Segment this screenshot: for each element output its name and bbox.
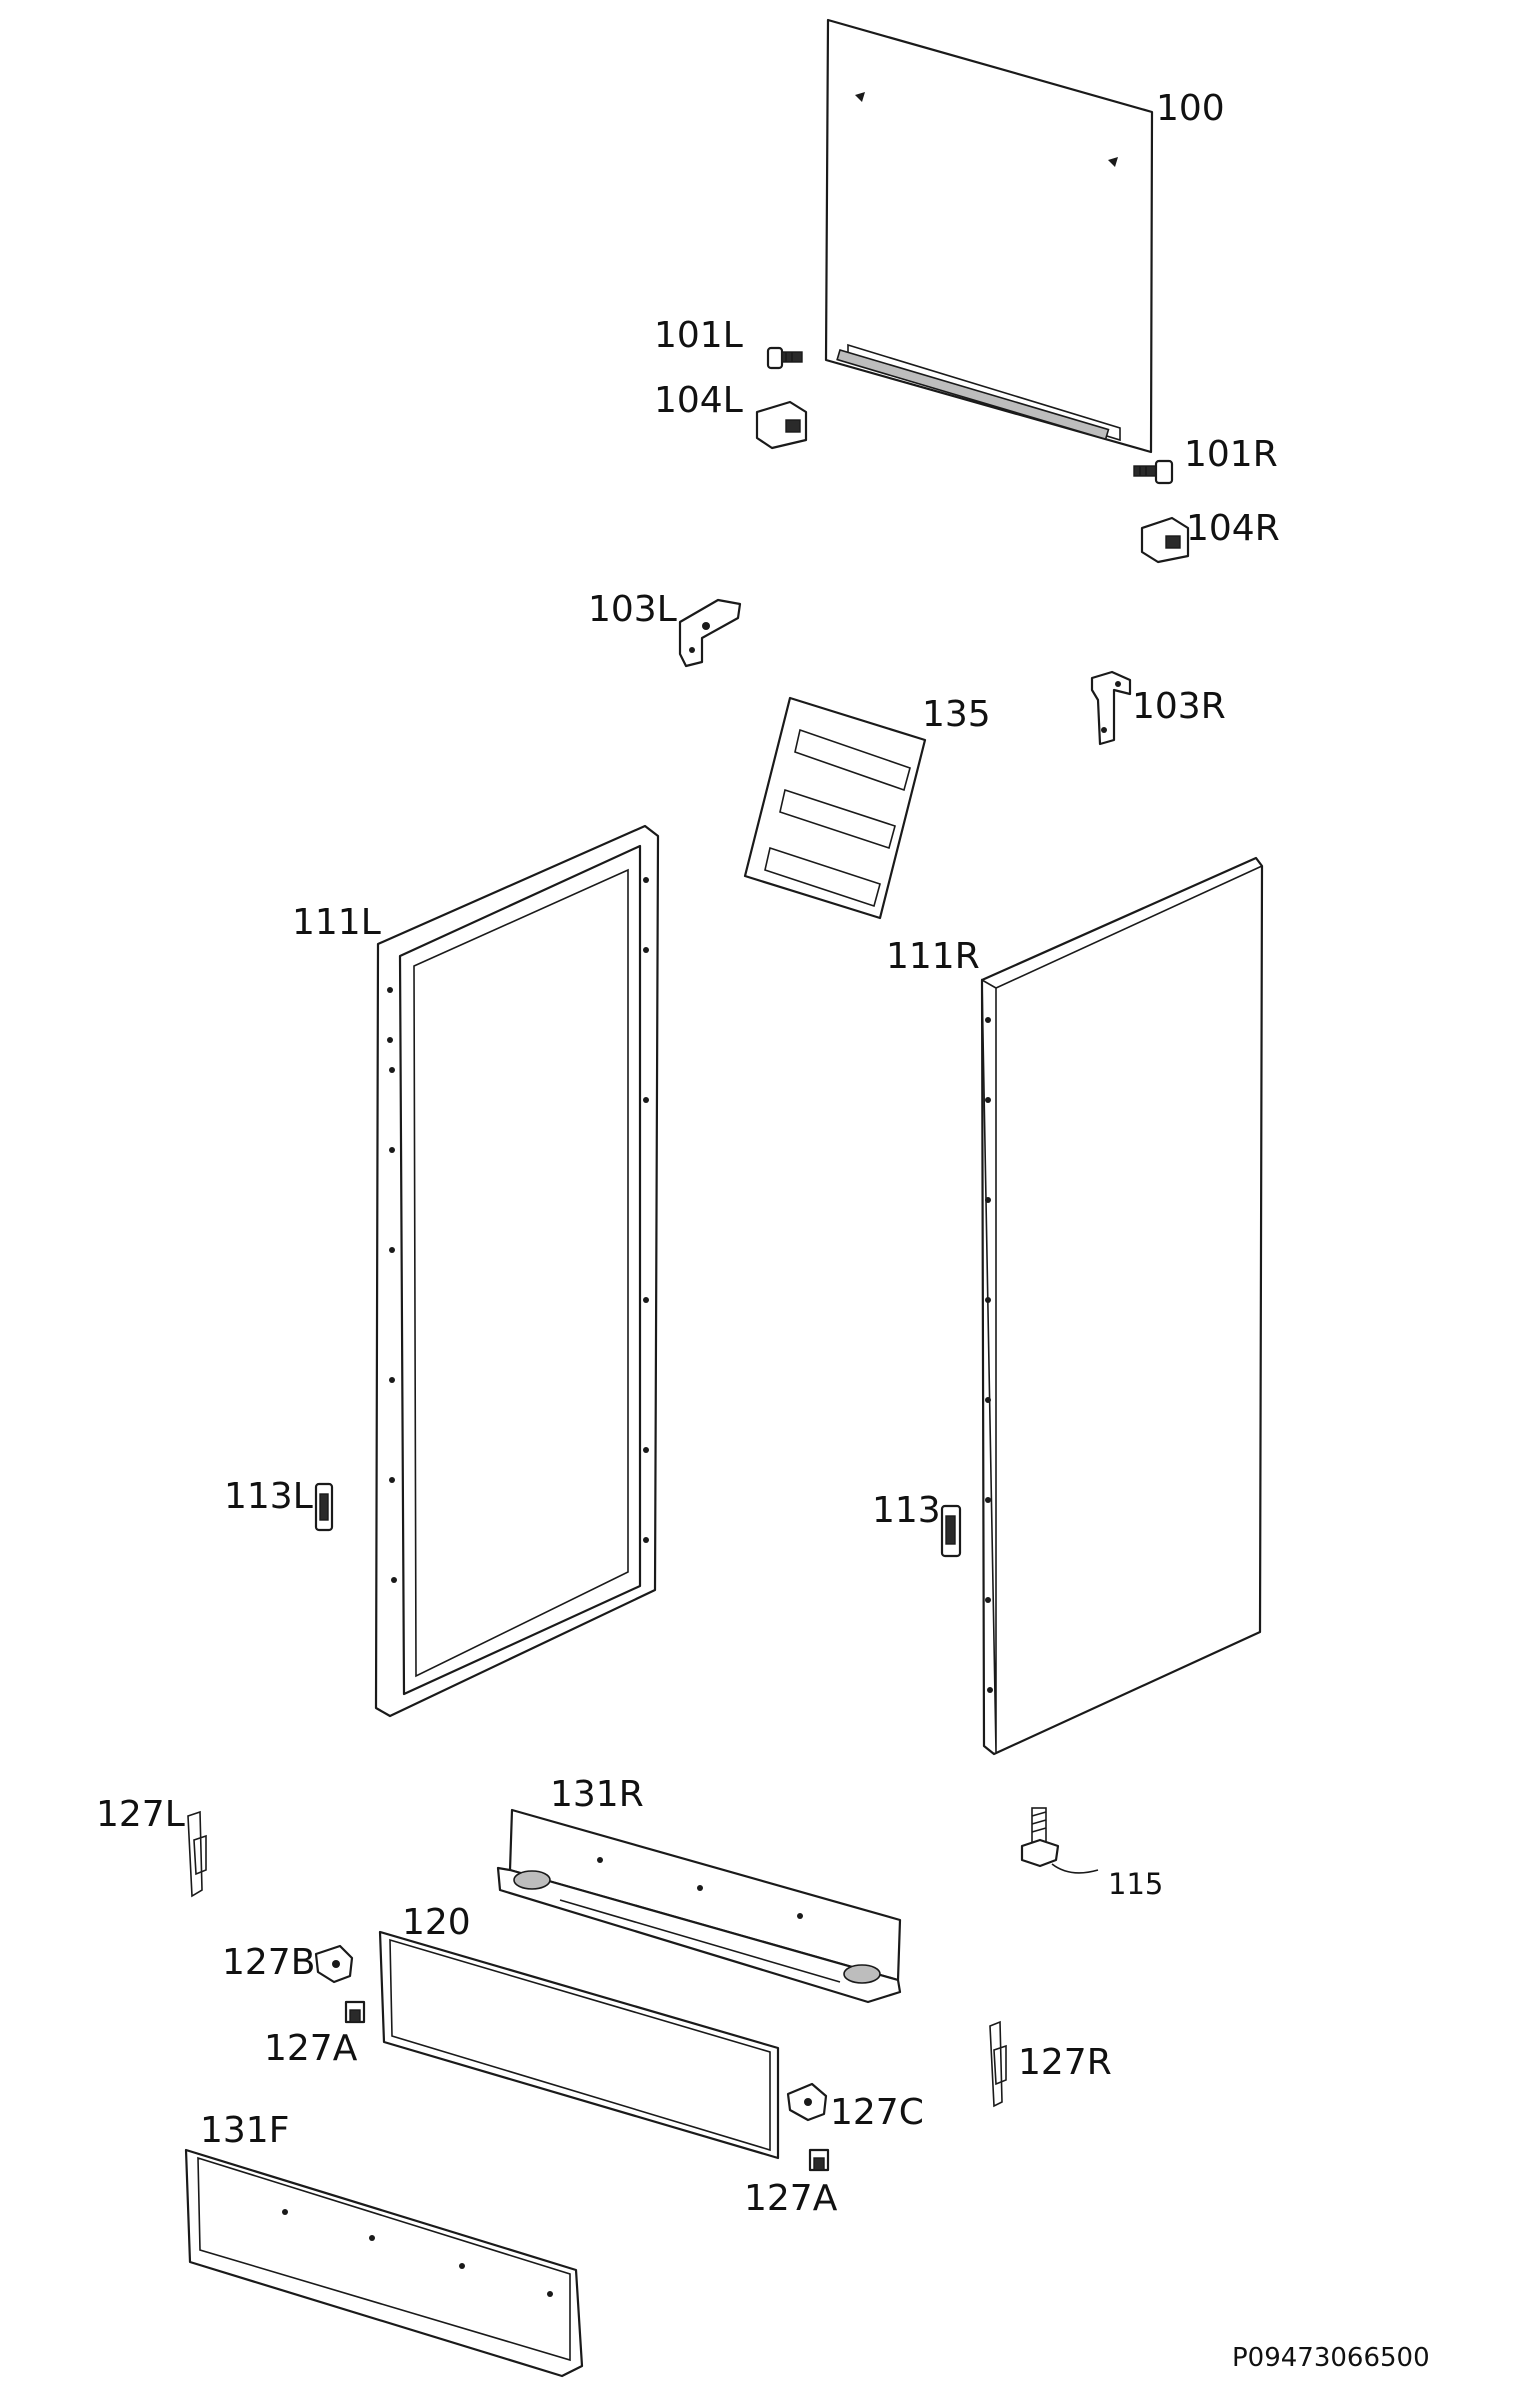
- label-120: 120: [402, 1902, 471, 1943]
- part-127C-bracket: [786, 2082, 828, 2122]
- drawing-code: P09473066500: [1232, 2343, 1430, 2373]
- label-127A-left: 127A: [264, 2028, 358, 2069]
- label-127C: 127C: [830, 2092, 924, 2133]
- part-103L-bracket: [678, 598, 742, 668]
- label-101L: 101L: [654, 315, 743, 356]
- part-101R-screw: [1133, 459, 1174, 485]
- part-127B-bracket: [314, 1944, 354, 1984]
- part-127L-clip: [187, 1810, 207, 1898]
- label-127A-right: 127A: [744, 2178, 838, 2219]
- part-120-plinth-board: [378, 1930, 780, 2160]
- label-104L: 104L: [654, 380, 743, 421]
- part-103R-bracket: [1090, 670, 1132, 746]
- label-135: 135: [922, 694, 991, 735]
- label-115: 115: [1108, 1867, 1163, 1901]
- rail-feet: [513, 1870, 881, 1984]
- label-101R: 101R: [1184, 434, 1278, 475]
- part-131F-front-rail: [184, 2148, 584, 2378]
- label-113L: 113L: [224, 1476, 313, 1517]
- label-111R: 111R: [886, 936, 980, 977]
- label-127L: 127L: [96, 1794, 185, 1835]
- panel-holes-right: [985, 1017, 993, 1693]
- label-103R: 103R: [1132, 686, 1226, 727]
- label-103L: 103L: [588, 589, 677, 630]
- label-113: 113: [872, 1490, 941, 1531]
- part-101L-screw: [766, 346, 803, 370]
- part-111L-side-frame: [374, 824, 660, 1718]
- part-131R-rear-rail: [496, 1808, 902, 2004]
- part-115-adjustable-foot: [1020, 1807, 1099, 1874]
- label-111L: 111L: [292, 902, 381, 943]
- label-104R: 104R: [1186, 508, 1280, 549]
- label-127B: 127B: [222, 1942, 315, 1983]
- part-104R-hinge-block: [1140, 516, 1190, 564]
- frame-holes-left: [387, 877, 649, 1583]
- part-113L-latch: [314, 1482, 334, 1532]
- part-100-glass-panel: [824, 18, 1154, 454]
- label-100: 100: [1156, 88, 1225, 129]
- label-127R: 127R: [1018, 2042, 1112, 2083]
- part-127A-clip-left: [344, 2000, 366, 2024]
- part-127R-clip: [989, 2020, 1007, 2108]
- part-113-latch: [940, 1504, 962, 1558]
- part-104L-hinge-block: [755, 400, 808, 450]
- label-131F: 131F: [200, 2110, 289, 2151]
- part-127A-clip-right: [808, 2148, 830, 2172]
- part-labels: 100 101L 104L 101R 104R 103L 135 103R 11…: [96, 88, 1280, 2219]
- part-135-trim-plate: [743, 696, 927, 920]
- label-131R: 131R: [550, 1774, 644, 1815]
- part-111R-side-panel: [980, 856, 1264, 1756]
